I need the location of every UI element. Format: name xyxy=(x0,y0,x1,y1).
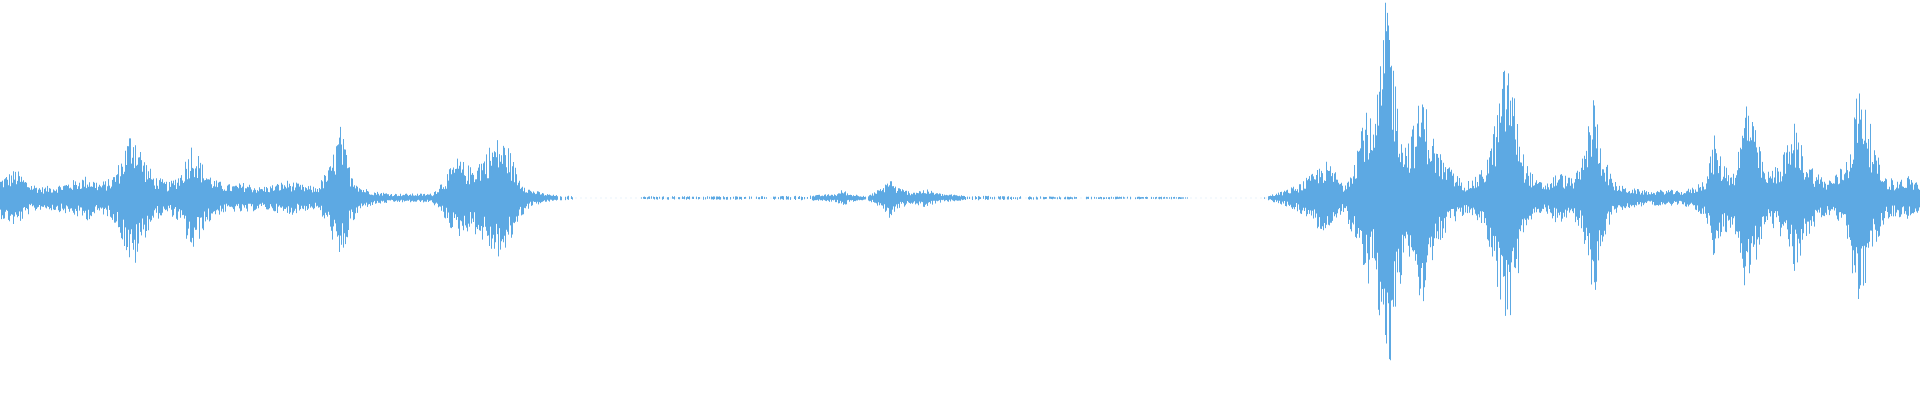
waveform-bars xyxy=(0,2,1920,361)
waveform-path xyxy=(0,2,1920,361)
